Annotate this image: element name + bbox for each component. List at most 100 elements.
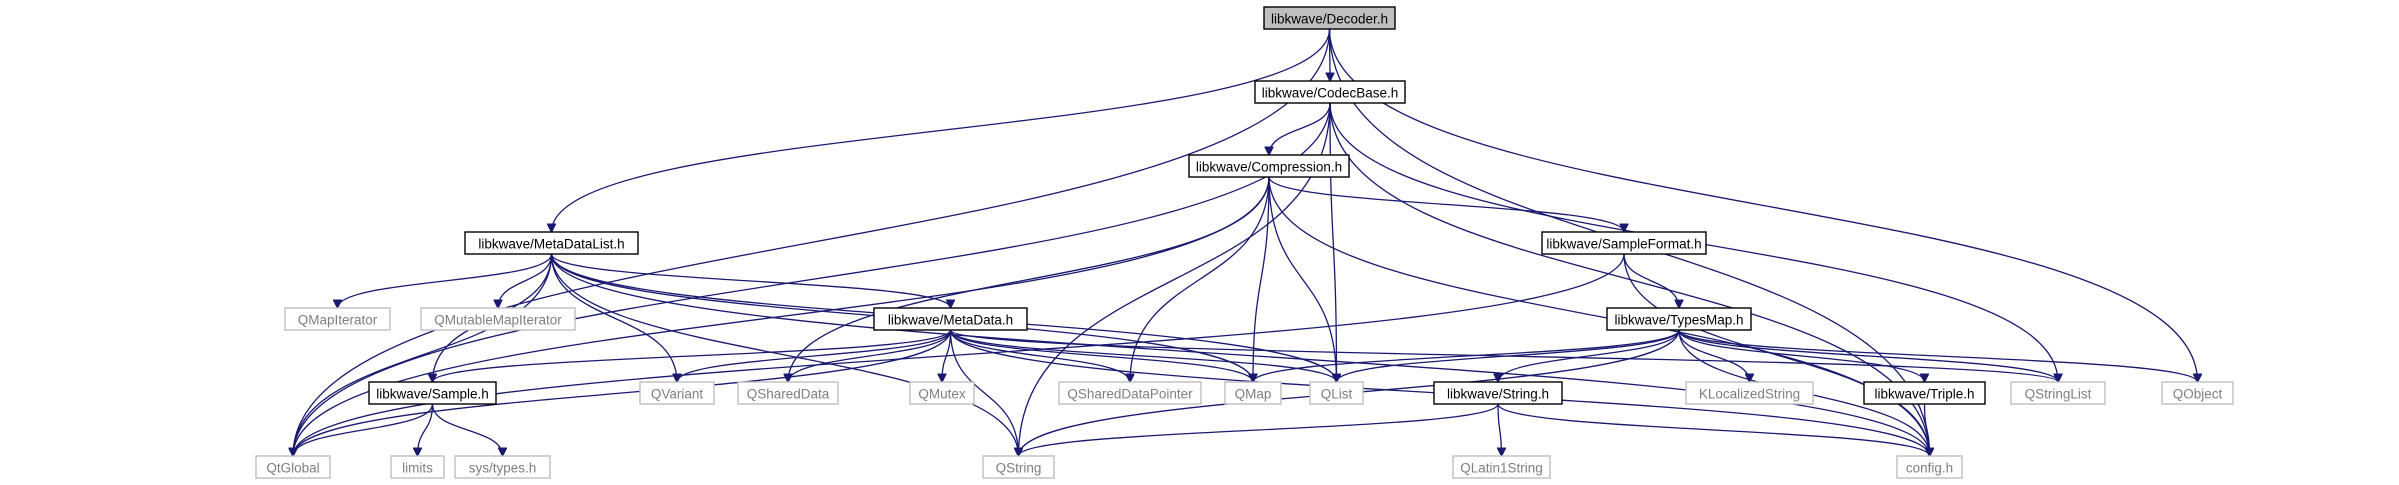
edges-layer: [293, 28, 2198, 456]
node-box-qmap: [1224, 381, 1282, 405]
node-label-sample: libkwave/Sample.h: [376, 387, 489, 402]
node-qshareddatapointer: QSharedDataPointer: [1058, 381, 1202, 405]
node-qmutablemapiterator: QMutableMapIterator: [420, 307, 576, 331]
node-label-qtglobal: QtGlobal: [266, 461, 319, 476]
edge-metadatalist-to-qvariant: [550, 253, 678, 382]
node-qtglobal: QtGlobal: [255, 455, 331, 479]
edge-typesmap-to-qobject: [1678, 329, 2198, 383]
edge-typesmap-to-string: [1498, 329, 1680, 382]
node-label-decoder: libkwave/Decoder.h: [1271, 12, 1388, 27]
edge-sampleformat-to-typesmap: [1623, 253, 1679, 308]
edge-metadata-to-sample: [433, 329, 952, 383]
node-box-qobject: [2161, 381, 2234, 405]
node-qlatin1string: QLatin1String: [1452, 455, 1551, 479]
edge-compression-to-qmap: [1253, 176, 1270, 382]
node-box-qvariant: [639, 381, 715, 405]
edge-triple-to-config: [1923, 403, 1930, 456]
node-qstring: QString: [982, 455, 1055, 479]
edge-sampleformat-to-config: [1623, 253, 1930, 456]
edge-metadatalist-to-qstring: [550, 253, 1019, 456]
edge-metadata-to-qmap: [949, 329, 1254, 382]
node-typesmap[interactable]: libkwave/TypesMap.h: [1606, 307, 1752, 331]
node-label-string: libkwave/String.h: [1447, 387, 1549, 402]
node-label-triple: libkwave/Triple.h: [1874, 387, 1974, 402]
node-box-metadata: [873, 307, 1028, 331]
node-label-qlist: QList: [1321, 387, 1353, 402]
node-metadata[interactable]: libkwave/MetaData.h: [873, 307, 1028, 331]
node-limits: limits: [390, 455, 445, 479]
edge-metadata-to-qstring: [949, 329, 1019, 456]
edge-compression-to-qshareddatapointer: [1130, 176, 1270, 382]
edge-string-to-qlatin1string: [1498, 403, 1502, 456]
node-label-qmutablemapiterator: QMutableMapIterator: [434, 313, 562, 328]
node-box-qshareddata: [737, 381, 839, 405]
node-box-qlist: [1309, 381, 1364, 405]
node-box-qstringlist: [2010, 381, 2106, 405]
node-label-config: config.h: [1906, 461, 1953, 476]
edge-metadatalist-to-qtglobal: [293, 253, 553, 456]
node-label-qstring: QString: [996, 461, 1042, 476]
node-label-qmap: QMap: [1235, 387, 1272, 402]
node-box-qlatin1string: [1452, 455, 1551, 479]
edge-compression-to-qshareddata: [788, 176, 1270, 382]
node-box-systypes: [454, 455, 551, 479]
node-label-qvariant: QVariant: [651, 387, 704, 402]
node-box-codecbase: [1254, 80, 1406, 104]
node-label-qmapiterator: QMapIterator: [298, 313, 378, 328]
edge-string-to-qstring: [1019, 403, 1499, 456]
node-compression[interactable]: libkwave/Compression.h: [1188, 154, 1350, 178]
node-qvariant: QVariant: [639, 381, 715, 405]
edge-codecbase-to-qlist: [1329, 102, 1337, 382]
edge-compression-to-config: [1268, 176, 1930, 456]
edge-sample-to-systypes: [431, 403, 503, 456]
node-label-typesmap: libkwave/TypesMap.h: [1614, 313, 1743, 328]
node-box-sampleformat: [1541, 231, 1707, 255]
edge-sampleformat-to-qtglobal: [293, 253, 1625, 456]
node-box-typesmap: [1606, 307, 1752, 331]
node-box-qmapiterator: [284, 307, 391, 331]
node-box-klocalizedstring: [1685, 381, 1814, 405]
node-label-qshareddatapointer: QSharedDataPointer: [1067, 387, 1193, 402]
node-metadatalist[interactable]: libkwave/MetaDataList.h: [464, 231, 639, 255]
node-codecbase[interactable]: libkwave/CodecBase.h: [1254, 80, 1406, 104]
node-box-qmutex: [909, 381, 975, 405]
node-label-systypes: sys/types.h: [469, 461, 537, 476]
node-label-metadatalist: libkwave/MetaDataList.h: [478, 237, 624, 252]
edge-metadatalist-to-metadata: [550, 253, 951, 308]
node-qshareddata: QSharedData: [737, 381, 839, 405]
node-label-qmutex: QMutex: [918, 387, 966, 402]
node-label-qlatin1string: QLatin1String: [1460, 461, 1543, 476]
node-box-string: [1433, 381, 1563, 405]
node-label-qstringlist: QStringList: [2025, 387, 2092, 402]
node-label-compression: libkwave/Compression.h: [1196, 160, 1342, 175]
node-qmutex: QMutex: [909, 381, 975, 405]
node-box-qtglobal: [255, 455, 331, 479]
edge-decoder-to-metadatalist: [552, 28, 1331, 232]
edge-typesmap-to-qmap: [1253, 329, 1680, 382]
node-sampleformat[interactable]: libkwave/SampleFormat.h: [1541, 231, 1707, 255]
edge-metadatalist-to-qmapiterator: [338, 253, 553, 308]
node-qmapiterator: QMapIterator: [284, 307, 391, 331]
edge-sample-to-limits: [418, 403, 434, 456]
node-label-qshareddata: QSharedData: [747, 387, 830, 402]
edge-codecbase-to-compression: [1269, 102, 1331, 155]
node-box-metadatalist: [464, 231, 639, 255]
node-box-compression: [1188, 154, 1350, 178]
edge-metadatalist-to-config: [550, 253, 1930, 456]
edge-metadata-to-qvariant: [677, 329, 952, 382]
node-label-sampleformat: libkwave/SampleFormat.h: [1546, 237, 1701, 252]
node-qmap: QMap: [1224, 381, 1282, 405]
edge-compression-to-sampleformat: [1268, 176, 1624, 232]
edge-metadata-to-qtglobal: [293, 329, 952, 456]
edge-metadata-to-qshareddatapointer: [949, 329, 1131, 382]
node-sample[interactable]: libkwave/Sample.h: [368, 381, 497, 405]
node-triple[interactable]: libkwave/Triple.h: [1863, 381, 1986, 405]
node-decoder[interactable]: libkwave/Decoder.h: [1263, 6, 1396, 30]
edge-metadata-to-qlist: [949, 329, 1337, 382]
node-label-qobject: QObject: [2173, 387, 2223, 402]
node-box-decoder: [1263, 6, 1396, 30]
node-string[interactable]: libkwave/String.h: [1433, 381, 1563, 405]
node-box-triple: [1863, 381, 1986, 405]
node-qstringlist: QStringList: [2010, 381, 2106, 405]
